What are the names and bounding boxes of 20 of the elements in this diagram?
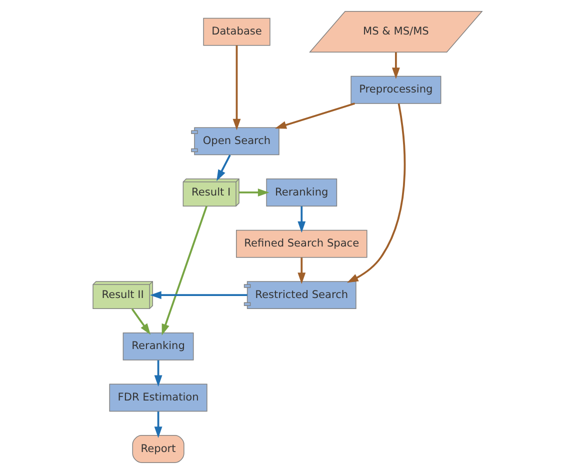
- arrow: [297, 258, 306, 284]
- arrow: [130, 308, 150, 335]
- arrow: [154, 412, 162, 438]
- node-box: Reranking: [122, 332, 194, 360]
- node-box: FDR Estimation: [108, 384, 207, 412]
- arrow: [161, 206, 207, 336]
- arrow: [346, 103, 406, 283]
- arrow: [274, 102, 355, 129]
- node-box: Database: [202, 18, 270, 46]
- node-box: Reranking: [266, 178, 337, 206]
- arrow: [150, 291, 247, 300]
- arrow: [297, 206, 306, 233]
- arrow: [391, 52, 400, 80]
- arrow: [232, 46, 240, 130]
- arrow: [238, 188, 269, 196]
- node-box: Preprocessing: [350, 76, 441, 104]
- node-box: Refined Search Space: [236, 230, 367, 258]
- node-box: Report: [132, 435, 184, 463]
- arrow: [216, 154, 230, 182]
- arrow: [154, 360, 162, 387]
